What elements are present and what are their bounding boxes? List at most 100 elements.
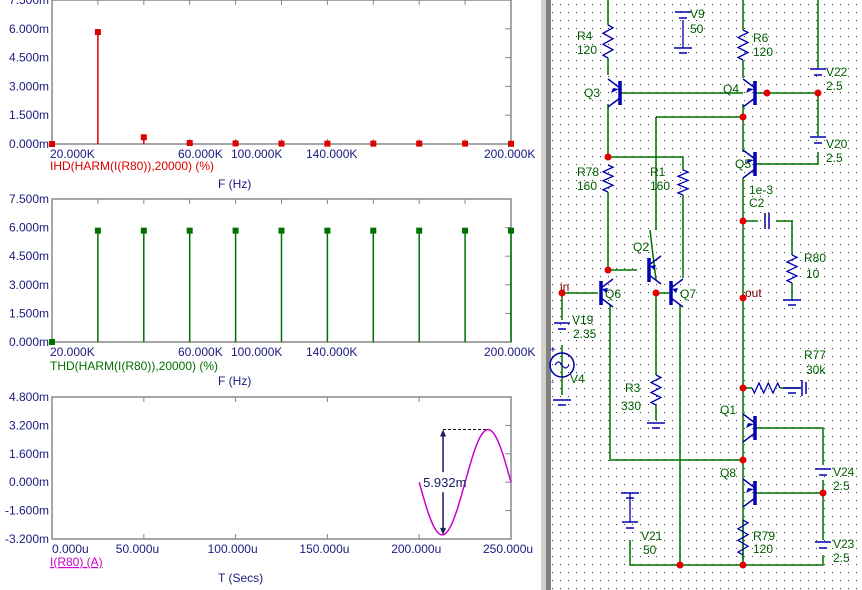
y-tick-label: 0.000m (9, 475, 49, 489)
plot-frame[interactable] (51, 396, 512, 540)
resistor-R6[interactable] (736, 29, 750, 61)
component-label-q6: Q6 (605, 287, 621, 301)
harmonic-marker[interactable] (370, 227, 377, 234)
transistor-Q2[interactable] (647, 255, 662, 285)
net-label-out[interactable]: out (745, 286, 762, 300)
component-label-r78: R78 (577, 165, 599, 179)
harmonic-marker[interactable] (49, 339, 55, 345)
transistor-collector (648, 255, 662, 266)
y-tick-label: 3.200m (9, 418, 49, 432)
transistor-Q8[interactable] (742, 478, 757, 508)
battery-V23[interactable] (815, 541, 831, 549)
component-label-r1: 160 (650, 179, 670, 193)
y-tick-label: 4.500m (9, 249, 49, 263)
battery-V20[interactable] (810, 136, 826, 144)
transistor-Q4[interactable] (742, 78, 757, 108)
harmonic-marker[interactable] (94, 227, 101, 234)
harmonic-marker[interactable] (462, 227, 469, 234)
plot-frame[interactable] (51, 0, 512, 145)
component-label-q2: Q2 (633, 240, 649, 254)
harmonic-marker[interactable] (278, 140, 285, 147)
harmonic-marker[interactable] (186, 227, 193, 234)
trace-legend[interactable]: IHD(HARM(I(R80)),20000) (%) (50, 159, 214, 173)
wire[interactable] (629, 540, 824, 566)
resistor-R1[interactable] (676, 169, 690, 196)
arrowhead-icon (440, 429, 447, 437)
component-label-v22: 2.5 (826, 79, 843, 93)
trace-legend[interactable]: I(R80) (A) (50, 555, 103, 569)
transistor-Q5[interactable] (742, 149, 757, 179)
component-label-r6: R6 (753, 31, 769, 45)
component-label-r4: R4 (577, 29, 593, 43)
wire[interactable] (609, 305, 743, 461)
transistor-arrow-icon (611, 88, 619, 93)
wire[interactable] (756, 152, 819, 165)
harmonic-marker[interactable] (324, 227, 331, 234)
transistor-arrow-icon (746, 423, 754, 428)
wire[interactable] (756, 427, 824, 465)
harmonic-marker[interactable] (462, 140, 469, 147)
transistor-emitter (648, 274, 662, 285)
resistor-R78[interactable] (601, 164, 615, 193)
harmonic-marker[interactable] (508, 227, 514, 234)
component-label-r77: R77 (804, 348, 826, 362)
transistor-emitter (742, 432, 756, 443)
harmonic-marker[interactable] (278, 227, 285, 234)
component-label-v23: 2.5 (833, 551, 850, 565)
component-label-r4: 120 (577, 43, 597, 57)
junction-node (739, 294, 747, 302)
transistor-collector (742, 149, 756, 160)
resistor-R79[interactable] (736, 519, 750, 556)
resistor-R77[interactable] (751, 381, 781, 395)
battery-V24[interactable] (815, 468, 831, 476)
measurement-label[interactable]: 5.932m (423, 475, 466, 490)
wire[interactable] (649, 229, 657, 281)
sine-source-V4[interactable] (549, 352, 575, 378)
transistor-Q7[interactable] (669, 278, 684, 308)
component-label-r79: 120 (753, 542, 773, 556)
net-label-in[interactable]: in (560, 280, 569, 294)
y-tick-label: 7.500m (9, 0, 49, 7)
harmonic-marker[interactable] (324, 140, 331, 147)
resistor-R4[interactable] (601, 24, 615, 59)
transistor-Q3[interactable] (607, 78, 622, 108)
component-label-r78: 160 (577, 179, 597, 193)
harmonic-marker[interactable] (186, 140, 193, 147)
harmonic-marker[interactable] (94, 29, 101, 36)
waveform-trace[interactable] (418, 428, 512, 536)
y-tick-label: -1.600m (5, 504, 49, 518)
x-tick-label: 200.000K (484, 147, 535, 161)
harmonic-marker[interactable] (416, 140, 423, 147)
polarity-minus-icon: - (551, 377, 554, 388)
resistor-R3[interactable] (649, 374, 663, 406)
harmonic-marker[interactable] (232, 227, 239, 234)
battery-V22[interactable] (810, 68, 826, 76)
ground-icon (621, 492, 639, 499)
trace-legend[interactable]: THD(HARM(I(R80)),20000) (%) (50, 359, 218, 373)
transistor-emitter (607, 97, 621, 108)
wire[interactable] (608, 156, 684, 170)
transistor-Q1[interactable] (742, 413, 757, 443)
component-label-c2: 1e-3 (749, 183, 773, 197)
harmonic-marker[interactable] (370, 140, 377, 147)
harmonic-marker[interactable] (140, 134, 147, 141)
harmonic-marker[interactable] (140, 227, 147, 234)
component-label-v4: V4 (570, 372, 585, 386)
harmonic-marker[interactable] (49, 141, 55, 147)
arrowhead-icon (440, 527, 447, 535)
transistor-collector (607, 78, 621, 89)
transistor-Q6[interactable] (599, 278, 614, 308)
battery-V9[interactable] (675, 11, 691, 19)
component-label-q7: Q7 (680, 287, 696, 301)
resistor-R80[interactable] (785, 254, 799, 284)
pane-splitter[interactable] (540, 0, 548, 590)
junction-node (558, 289, 566, 297)
harmonic-marker[interactable] (416, 227, 423, 234)
harmonic-marker[interactable] (508, 140, 514, 147)
harmonic-marker[interactable] (232, 140, 239, 147)
battery-V19[interactable] (554, 322, 570, 330)
polarity-plus-icon: + (550, 345, 556, 356)
wire[interactable] (776, 220, 793, 255)
